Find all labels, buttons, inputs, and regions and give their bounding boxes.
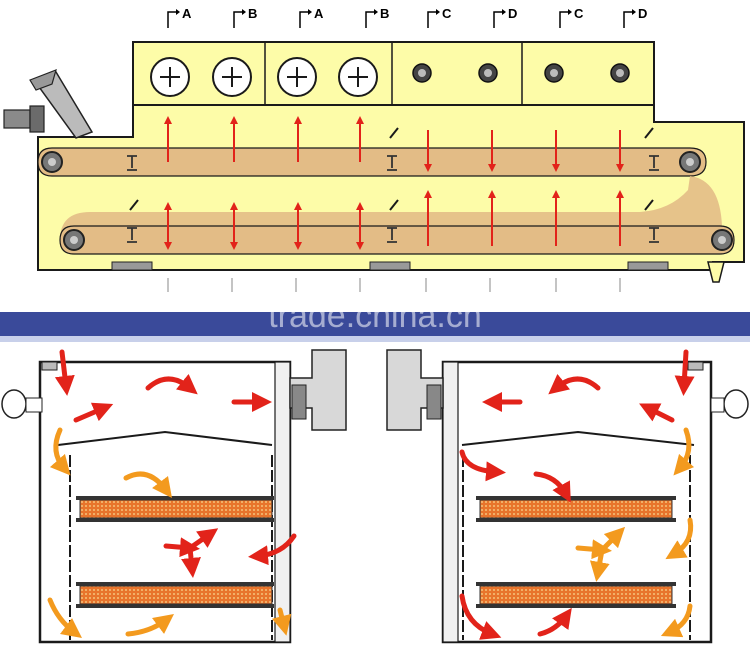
exhaust-fan-icon	[212, 57, 252, 97]
roller	[41, 151, 63, 173]
section-label-text: C	[574, 6, 584, 21]
exhaust-fan-icon	[338, 57, 378, 97]
flow-arrow	[49, 427, 71, 476]
discharge-chute	[707, 261, 725, 283]
belt-support	[387, 155, 397, 171]
upper-conveyor-belt	[37, 147, 707, 177]
flow-arrow	[47, 597, 82, 639]
section-label-text: B	[380, 6, 389, 21]
baffle	[389, 199, 399, 211]
roller	[711, 229, 733, 251]
flow-arrow	[125, 614, 175, 637]
material-tray	[76, 496, 274, 522]
flow-arrow	[181, 545, 201, 578]
exhaust-fan-icon	[277, 57, 317, 97]
flow-arrow	[665, 517, 694, 560]
watermark: trade.china.cn	[268, 297, 482, 335]
section-label-c: C	[559, 6, 584, 28]
exhaust-fan-icon	[150, 57, 190, 97]
flow-arrow	[639, 403, 675, 423]
flow-arrow	[459, 449, 506, 482]
section-label-text: A	[314, 6, 324, 21]
section-label-text: D	[638, 6, 647, 21]
belt-support	[649, 155, 659, 171]
baffle	[644, 199, 654, 211]
inlet-arrow	[54, 349, 75, 396]
drive-motor	[3, 105, 45, 133]
inlet-arrow	[674, 349, 695, 396]
flow-arrow	[599, 526, 626, 553]
material-tray	[476, 582, 676, 608]
flow-arrow	[163, 537, 200, 558]
circulation-fan-icon	[544, 63, 564, 83]
fan-row	[150, 57, 630, 97]
section-label-d: D	[493, 6, 517, 28]
section-label-a: A	[299, 6, 324, 28]
flow-arrow	[673, 427, 695, 476]
belt-support	[127, 155, 137, 171]
lower-conveyor-belt	[59, 225, 735, 255]
cross-section-left	[1, 349, 347, 644]
heater	[710, 389, 749, 419]
flow-arrow	[271, 607, 292, 636]
baffle	[389, 127, 399, 139]
fan-housing	[132, 41, 655, 106]
flow-arrow	[533, 471, 571, 503]
airflow-arrows	[164, 116, 624, 250]
section-label-b: B	[233, 6, 257, 28]
flow-arrow	[660, 603, 693, 638]
flow-arrow	[187, 528, 219, 551]
belt-support	[649, 227, 659, 243]
section-label-b: B	[365, 6, 389, 28]
material-tray	[476, 496, 676, 522]
belt-support	[387, 227, 397, 243]
feed-hopper	[29, 69, 94, 139]
circulation-fan-icon	[478, 63, 498, 83]
belt-support	[127, 227, 137, 243]
flow-arrow	[145, 373, 198, 395]
section-label-text: C	[442, 6, 452, 21]
flow-arrow	[575, 539, 612, 560]
roller	[63, 229, 85, 251]
flow-arrow	[589, 547, 610, 582]
circulation-fan-icon	[610, 63, 630, 83]
flow-arrow	[537, 607, 572, 637]
roller	[679, 151, 701, 173]
section-label-text: B	[248, 6, 257, 21]
chamber-roof	[461, 430, 695, 446]
circulation-arrows	[47, 349, 695, 640]
flow-arrow	[248, 533, 297, 566]
baffle	[129, 199, 139, 211]
flow-arrow	[459, 593, 502, 640]
flow-arrow	[548, 373, 601, 395]
section-label-a: A	[167, 6, 192, 28]
base-feet	[111, 261, 669, 271]
section-label-d: D	[623, 6, 647, 28]
heater	[1, 389, 43, 419]
floor-markers	[167, 278, 621, 292]
section-label-text: D	[508, 6, 517, 21]
flow-arrow	[123, 471, 173, 498]
material-tray	[76, 582, 274, 608]
baffle	[644, 127, 654, 139]
belt-supports	[127, 155, 659, 243]
divider-band: trade.china.cn	[0, 297, 750, 342]
chamber-roof	[57, 430, 273, 446]
section-label-c: C	[427, 6, 452, 28]
flow-arrow	[73, 402, 114, 423]
section-label-text: A	[182, 6, 192, 21]
circulation-fan-icon	[412, 63, 432, 83]
